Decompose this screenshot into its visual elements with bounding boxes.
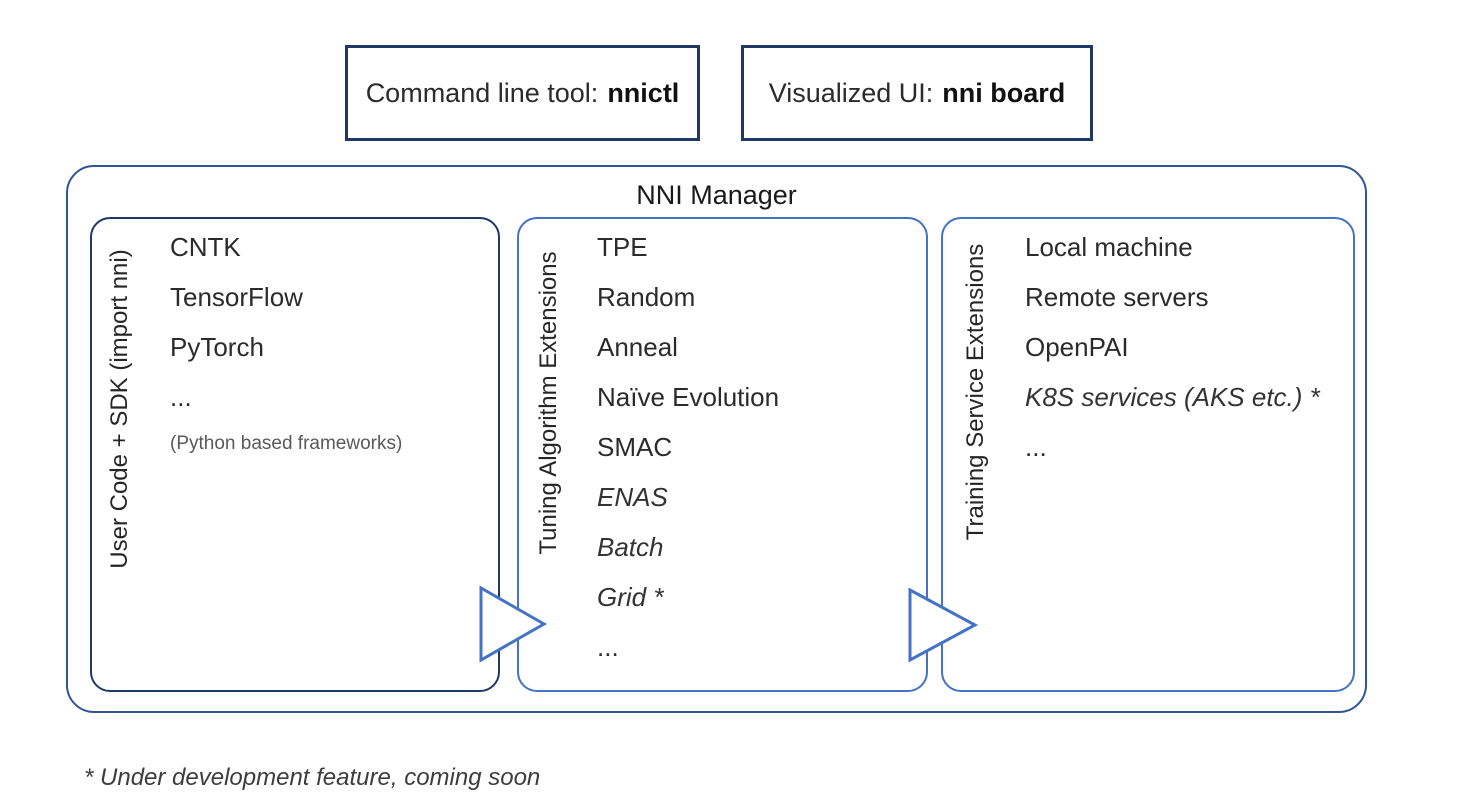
tuner-item: Batch (597, 532, 664, 562)
nnictl-value: nnictl (607, 77, 680, 108)
tuning-algorithm-box (517, 217, 928, 692)
tuning-algorithm-side-label: Tuning Algorithm Extensions (535, 251, 562, 555)
tuner-item: Random (597, 282, 696, 312)
training-service-item: Local machine (1025, 232, 1193, 262)
training-service-item-ellipsis: ... (1025, 432, 1047, 462)
flow-arrow-icon (479, 585, 548, 663)
user-code-sdk-box (90, 217, 500, 692)
training-service-item: Remote servers (1025, 282, 1209, 312)
flow-arrow-icon (908, 587, 979, 663)
tuner-item: Grid * (597, 582, 664, 612)
tuner-list: TPE Random Anneal Naïve Evolution SMAC E… (597, 222, 779, 672)
training-service-list: Local machine Remote servers OpenPAI K8S… (1025, 222, 1320, 472)
framework-item: TensorFlow (170, 282, 303, 312)
tuner-item: ENAS (597, 482, 668, 512)
framework-list: CNTK TensorFlow PyTorch ... (Python base… (170, 222, 402, 466)
command-line-tool-label: Command line tool: (365, 77, 599, 108)
nni-board-value: nni board (942, 77, 1066, 108)
command-line-tool-box: Command line tool: nnictl (345, 45, 700, 141)
under-development-footnote: * Under development feature, coming soon (84, 764, 541, 791)
visualized-ui-box: Visualized UI: nni board (741, 45, 1093, 141)
framework-note: (Python based frameworks) (170, 433, 403, 454)
framework-item-ellipsis: ... (170, 382, 192, 412)
training-service-item: OpenPAI (1025, 332, 1129, 362)
tuner-item-ellipsis: ... (597, 632, 619, 662)
tuner-item: TPE (597, 232, 648, 262)
training-service-side-label: Training Service Extensions (962, 243, 989, 541)
tuner-item: SMAC (597, 432, 673, 462)
nni-manager-title: NNI Manager (636, 180, 797, 210)
training-service-item: K8S services (AKS etc.) * (1025, 382, 1320, 412)
user-code-sdk-side-label: User Code + SDK (import nni) (106, 249, 133, 569)
framework-item: PyTorch (170, 332, 264, 362)
framework-item: CNTK (170, 232, 241, 262)
tuner-item: Naïve Evolution (597, 382, 780, 412)
visualized-ui-label: Visualized UI: (768, 77, 934, 108)
training-service-box (941, 217, 1355, 692)
tuner-item: Anneal (597, 332, 678, 362)
